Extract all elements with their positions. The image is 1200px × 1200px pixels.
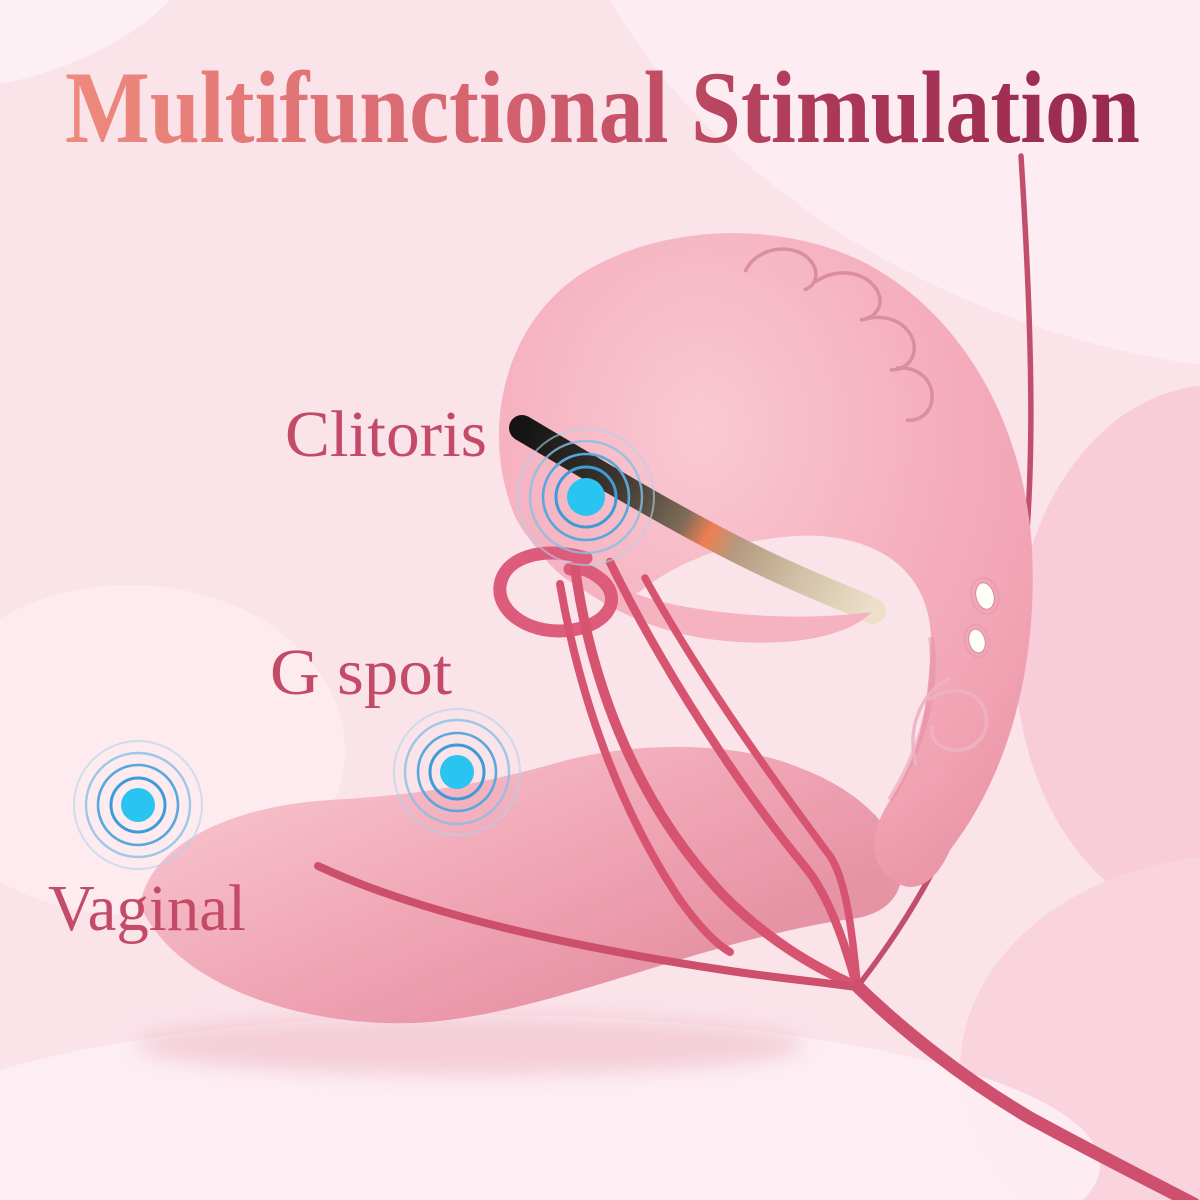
product-paddle-arm <box>140 746 903 1024</box>
vibration-icon-vaginal <box>73 740 203 870</box>
label-vaginal: Vaginal <box>48 872 246 945</box>
page-title: Multifunctional Stimulation <box>65 51 1140 165</box>
product-head <box>498 233 1033 887</box>
swirl-decor-top <box>743 247 934 423</box>
vibration-icon-clitoris <box>517 428 655 566</box>
vibration-icon-g-spot <box>393 708 521 836</box>
vine-bottom-right <box>850 979 1200 1200</box>
vine-loop <box>493 546 619 638</box>
background-blob-top-right <box>610 0 1200 365</box>
background-blob-right <box>1015 385 1200 925</box>
label-clitoris: Clitoris <box>285 398 487 471</box>
decor-vines <box>314 546 1200 1200</box>
vine-across-paddle <box>314 862 860 991</box>
product-shadow <box>135 1015 805 1075</box>
product-lower-lip <box>514 514 872 643</box>
label-g-spot: G spot <box>270 636 452 709</box>
power-button-top <box>970 576 1000 616</box>
power-button-bottom <box>963 623 991 659</box>
swirl-decor-body <box>911 676 989 766</box>
product-inner-shading <box>887 636 936 802</box>
background-blob-top-left <box>0 0 170 84</box>
